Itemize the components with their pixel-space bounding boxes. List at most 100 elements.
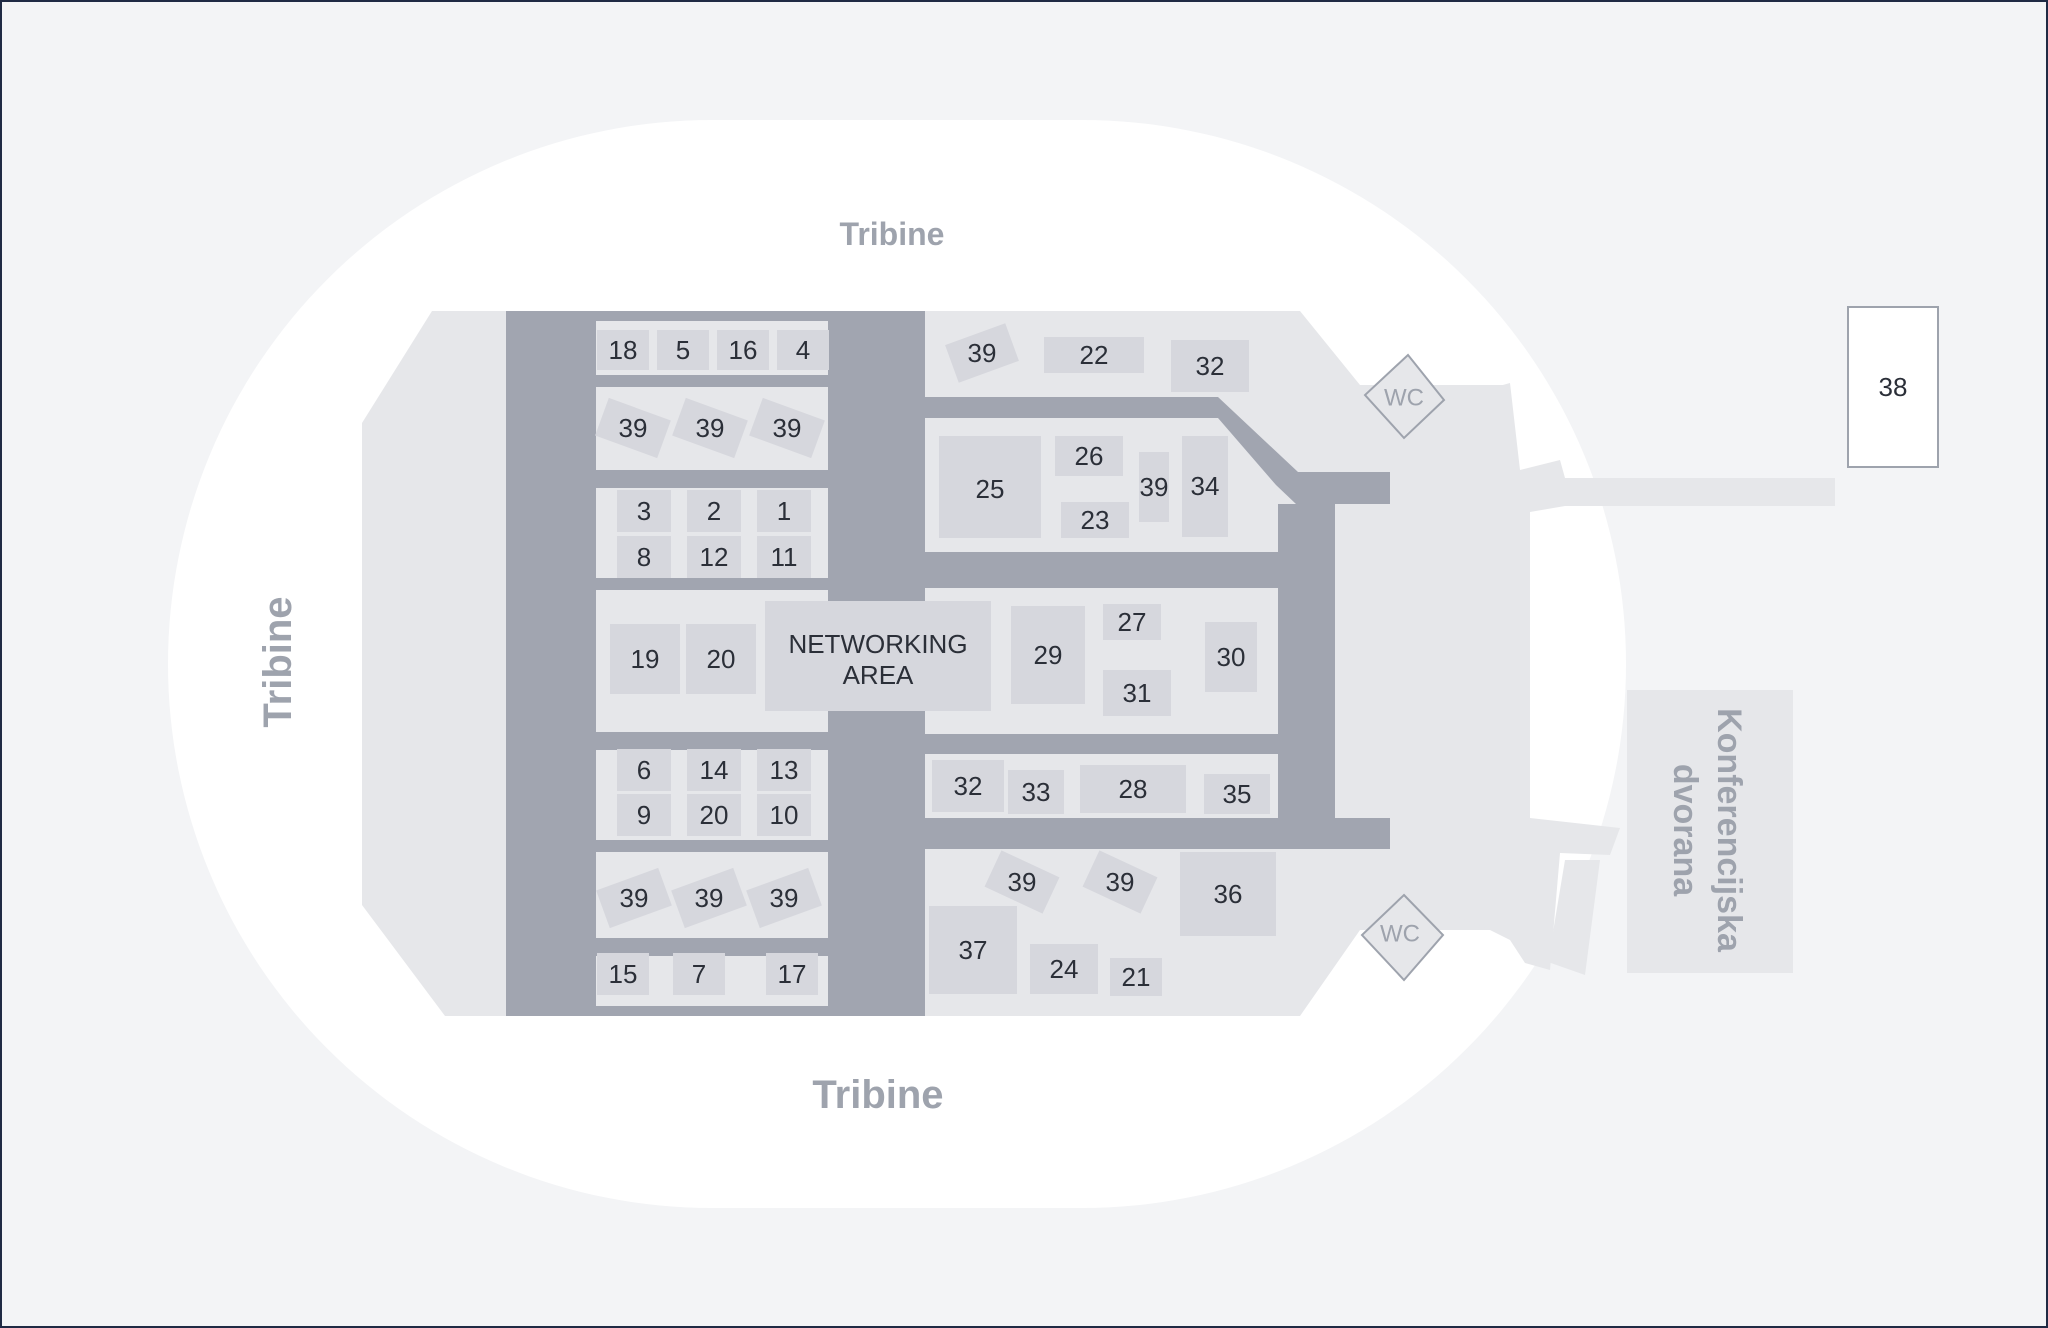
booth-label: 3: [637, 496, 651, 526]
wc-top[interactable]: WC: [1363, 353, 1446, 440]
wc-top-icon: [1363, 353, 1446, 440]
booth-13[interactable]: 13: [757, 749, 811, 791]
booth-9[interactable]: 9: [617, 794, 671, 836]
booth-32-a[interactable]: 32: [1171, 340, 1249, 392]
booth-39-e[interactable]: 39: [671, 867, 747, 929]
booth-label: 39: [1106, 867, 1135, 897]
booth-39-d[interactable]: 39: [596, 867, 672, 929]
booth-label: 24: [1050, 954, 1079, 984]
booth-22[interactable]: 22: [1044, 337, 1144, 373]
booth-label: 39: [1140, 472, 1169, 502]
booth-label: 4: [796, 335, 810, 365]
booth-20-a[interactable]: 20: [686, 624, 756, 694]
konferencijska-dvorana[interactable]: Konferencijska dvorana: [1627, 690, 1793, 973]
booth-24[interactable]: 24: [1030, 944, 1098, 994]
booth-39-j[interactable]: 39: [1082, 850, 1158, 914]
booth-39-b[interactable]: 39: [672, 397, 748, 459]
wc-bottom-label: WC: [1380, 921, 1420, 948]
booth-18[interactable]: 18: [597, 330, 649, 370]
booth-3[interactable]: 3: [617, 490, 671, 532]
booth-15[interactable]: 15: [597, 953, 649, 995]
booth-30[interactable]: 30: [1205, 622, 1257, 692]
booth-36[interactable]: 36: [1180, 852, 1276, 936]
booth-label: 20: [700, 800, 729, 830]
booth-11[interactable]: 11: [757, 536, 811, 578]
booth-label: 26: [1075, 441, 1104, 471]
booth-label: 9: [637, 800, 651, 830]
booth-label: 32: [1196, 351, 1225, 381]
booth-label: 39: [619, 413, 648, 443]
booth-16[interactable]: 16: [717, 330, 769, 370]
booth-4[interactable]: 4: [777, 330, 829, 370]
booth-label: 21: [1122, 962, 1151, 992]
booth-label: 14: [700, 755, 729, 785]
booth-25[interactable]: 25: [939, 436, 1041, 538]
booth-20-b[interactable]: 20: [687, 794, 741, 836]
booth-39-i[interactable]: 39: [984, 850, 1060, 914]
booth-label: 19: [631, 644, 660, 674]
booth-label: 35: [1223, 779, 1252, 809]
booth-39-g[interactable]: 39: [945, 323, 1019, 383]
booth-37[interactable]: 37: [929, 906, 1017, 994]
booth-label: 38: [1879, 372, 1908, 402]
tribine-bottom-label: Tribine: [812, 1073, 943, 1117]
booth-label: 39: [770, 883, 799, 913]
booth-label: 2: [707, 496, 721, 526]
booth-8[interactable]: 8: [617, 536, 671, 578]
entrance-corridor: [1395, 383, 1835, 970]
booth-31[interactable]: 31: [1103, 670, 1171, 716]
konferencijska-label-1: Konferencijska: [1710, 708, 1748, 953]
booth-39-f[interactable]: 39: [746, 867, 822, 929]
booth-29[interactable]: 29: [1011, 606, 1085, 704]
networking-label-1: NETWORKING: [788, 629, 967, 659]
booth-33[interactable]: 33: [1008, 770, 1064, 814]
wc-bottom[interactable]: WC: [1360, 893, 1445, 982]
konferencijska-label-2: dvorana: [1666, 764, 1704, 897]
booth-39-h[interactable]: 39: [1139, 452, 1169, 522]
booth-10[interactable]: 10: [757, 794, 811, 836]
booth-label: 13: [770, 755, 799, 785]
booth-21[interactable]: 21: [1110, 958, 1162, 996]
booth-label: 22: [1080, 340, 1109, 370]
tribine-left-label: Tribine: [256, 596, 300, 727]
booth-label: 12: [700, 542, 729, 572]
booth-7[interactable]: 7: [673, 953, 725, 995]
booth-label: 18: [609, 335, 638, 365]
tribine-labels: Tribine Tribine Tribine: [256, 216, 944, 1117]
tribine-top-label: Tribine: [840, 216, 945, 252]
booth-32-b[interactable]: 32: [932, 760, 1004, 812]
booth-label: 10: [770, 800, 799, 830]
booth-14[interactable]: 14: [687, 749, 741, 791]
networking-area[interactable]: NETWORKING AREA: [765, 601, 991, 711]
booth-23[interactable]: 23: [1061, 502, 1129, 538]
booth-39-a[interactable]: 39: [595, 397, 671, 459]
booth-39-c[interactable]: 39: [749, 397, 825, 459]
booth-label: 39: [968, 338, 997, 368]
booth-1[interactable]: 1: [757, 490, 811, 532]
booth-27[interactable]: 27: [1103, 604, 1161, 640]
booth-35[interactable]: 35: [1204, 774, 1270, 814]
booth-26[interactable]: 26: [1055, 436, 1123, 476]
booth-label: 16: [729, 335, 758, 365]
booth-5[interactable]: 5: [657, 330, 709, 370]
booth-label: 6: [637, 755, 651, 785]
booth-2[interactable]: 2: [687, 490, 741, 532]
booth-17[interactable]: 17: [766, 953, 818, 995]
booth-label: 32: [954, 771, 983, 801]
booth-label: 29: [1034, 640, 1063, 670]
booth-label: 27: [1118, 607, 1147, 637]
booth-38[interactable]: 38: [1847, 306, 1939, 468]
booth-label: 39: [620, 883, 649, 913]
booth-label: 28: [1119, 774, 1148, 804]
booth-label: 23: [1081, 505, 1110, 535]
booth-label: 33: [1022, 777, 1051, 807]
networking-label-2: AREA: [843, 660, 914, 690]
booth-label: 5: [676, 335, 690, 365]
booth-19[interactable]: 19: [610, 624, 680, 694]
entrance-pillar: [1548, 860, 1600, 975]
booth-6[interactable]: 6: [617, 749, 671, 791]
booth-28[interactable]: 28: [1080, 765, 1186, 813]
booth-12[interactable]: 12: [687, 536, 741, 578]
booth-34[interactable]: 34: [1182, 436, 1228, 537]
